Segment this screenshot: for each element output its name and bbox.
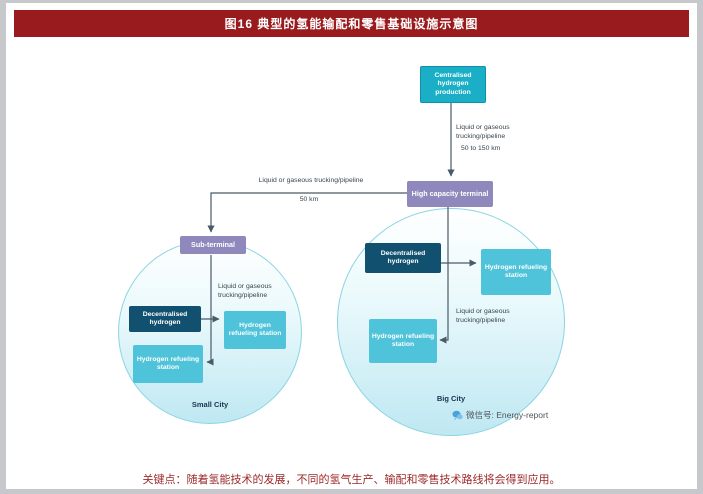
watermark: 微信号: Energy-report xyxy=(452,409,548,421)
edge-label-text: Liquid or gaseous trucking/pipeline xyxy=(456,124,510,140)
node-sub-terminal: Sub-terminal xyxy=(180,236,246,254)
big-city-label: Big City xyxy=(436,394,466,403)
edge-label-terminal-to-stations: Liquid or gaseous trucking/pipeline xyxy=(456,308,510,324)
small-city-label: Small City xyxy=(191,400,229,409)
node-high-capacity-terminal: High capacity terminal xyxy=(407,181,493,207)
node-refueling-station-big-right: Hydrogen refueling station xyxy=(481,249,551,295)
article-card: 图16 典型的氢能输配和零售基础设施示意图 Centralised hydrog… xyxy=(6,3,697,489)
node-decentralised-hydrogen-big: Decentralised hydrogen xyxy=(365,243,441,273)
edge-label-production-to-terminal: Liquid or gaseous trucking/pipeline 50 t… xyxy=(456,124,520,153)
edge-label-terminal-to-subterminal: Liquid or gaseous trucking/pipeline xyxy=(258,177,364,184)
arrow-terminal-to-big-station xyxy=(439,205,449,344)
edge-label-subterminal-to-stations: Liquid or gaseous trucking/pipeline xyxy=(218,283,272,299)
figure-title: 图16 典型的氢能输配和零售基础设施示意图 xyxy=(224,17,479,31)
node-refueling-station-small-right: Hydrogen refueling station xyxy=(224,311,286,349)
arrow-subterminal-to-small-station xyxy=(206,255,214,366)
figure-title-bar: 图16 典型的氢能输配和零售基础设施示意图 xyxy=(14,10,689,37)
edge-distance-text: 50 to 150 km xyxy=(461,144,501,152)
arrow-terminal-to-subterminal xyxy=(207,192,407,233)
edge-distance-terminal-to-subterminal: 50 km xyxy=(299,196,319,203)
node-refueling-station-big-lower: Hydrogen refueling station xyxy=(369,319,437,363)
watermark-text: 微信号: Energy-report xyxy=(466,410,549,420)
key-point-caption: 关键点：随着氢能技术的发展，不同的氢气生产、输配和零售技术路线将会得到应用。 xyxy=(142,474,561,486)
wechat-icon xyxy=(452,410,463,420)
flow-arrows-layer xyxy=(200,103,477,366)
node-centralised-production: Centralised hydrogen production xyxy=(420,66,486,103)
node-decentralised-hydrogen-small: Decentralised hydrogen xyxy=(129,306,201,332)
node-refueling-station-small-bottom: Hydrogen refueling station xyxy=(133,345,203,383)
